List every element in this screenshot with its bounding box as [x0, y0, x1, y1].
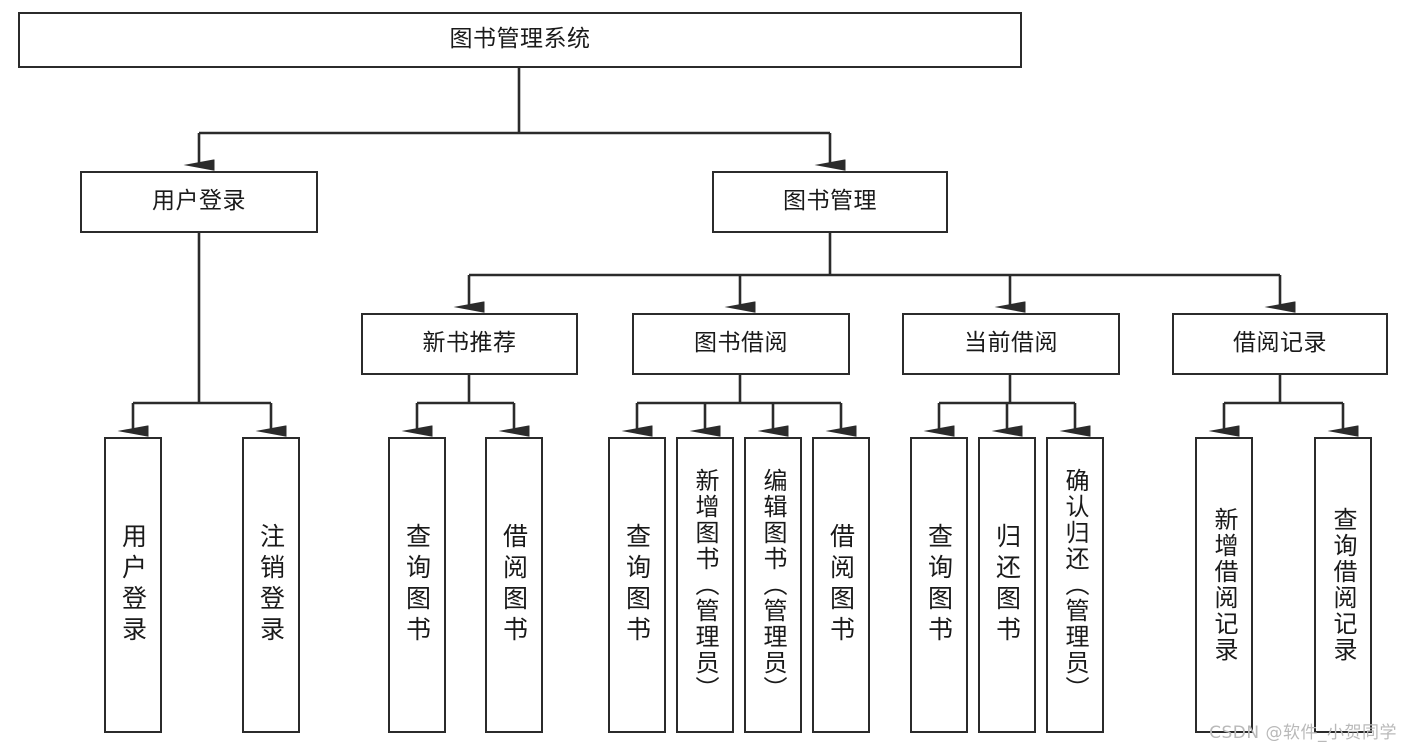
leaf-add-book-admin[interactable]: 新增图书（管理员）: [676, 437, 734, 733]
node-label: 图书借阅: [694, 330, 788, 357]
node-label: 归还图书: [992, 523, 1022, 647]
node-current-borrow[interactable]: 当前借阅: [902, 313, 1120, 375]
node-label: 借阅图书: [499, 523, 529, 647]
node-new-book-recommend[interactable]: 新书推荐: [361, 313, 578, 375]
watermark-text: CSDN @软件_小贺同学: [1209, 723, 1397, 743]
leaf-borrow-book[interactable]: 借阅图书: [812, 437, 870, 733]
node-label: 确认归还（管理员）: [1061, 468, 1089, 702]
node-label: 图书管理: [783, 188, 877, 215]
leaf-user-login[interactable]: 用户登录: [104, 437, 162, 733]
leaf-query-book-current[interactable]: 查询图书: [910, 437, 968, 733]
leaf-return-book[interactable]: 归还图书: [978, 437, 1036, 733]
node-label: 注销登录: [256, 523, 286, 647]
node-label: 编辑图书（管理员）: [759, 468, 787, 702]
node-label: 查询图书: [402, 523, 432, 647]
node-user-login[interactable]: 用户登录: [80, 171, 318, 233]
leaf-edit-book-admin[interactable]: 编辑图书（管理员）: [744, 437, 802, 733]
node-label: 查询图书: [924, 523, 954, 647]
node-label: 查询图书: [622, 523, 652, 647]
node-label: 借阅记录: [1233, 330, 1327, 357]
node-label: 新书推荐: [422, 330, 517, 357]
node-label: 用户登录: [118, 523, 148, 647]
leaf-logout-login[interactable]: 注销登录: [242, 437, 300, 733]
node-label: 新增借阅记录: [1210, 507, 1238, 663]
node-book-borrow[interactable]: 图书借阅: [632, 313, 850, 375]
leaf-query-book-recommend[interactable]: 查询图书: [388, 437, 446, 733]
node-label: 借阅图书: [826, 523, 856, 647]
leaf-confirm-return-admin[interactable]: 确认归还（管理员）: [1046, 437, 1104, 733]
leaf-borrow-book-recommend[interactable]: 借阅图书: [485, 437, 543, 733]
leaf-query-book-borrow[interactable]: 查询图书: [608, 437, 666, 733]
leaf-query-borrow-record[interactable]: 查询借阅记录: [1314, 437, 1372, 733]
node-book-management[interactable]: 图书管理: [712, 171, 948, 233]
node-label: 当前借阅: [964, 330, 1058, 357]
node-root-book-management-system[interactable]: 图书管理系统: [18, 12, 1022, 68]
node-label: 查询借阅记录: [1329, 507, 1357, 663]
node-label: 新增图书（管理员）: [691, 468, 719, 702]
node-borrow-record[interactable]: 借阅记录: [1172, 313, 1388, 375]
leaf-add-borrow-record[interactable]: 新增借阅记录: [1195, 437, 1253, 733]
node-label: 图书管理系统: [449, 26, 591, 53]
node-label: 用户登录: [152, 188, 246, 215]
